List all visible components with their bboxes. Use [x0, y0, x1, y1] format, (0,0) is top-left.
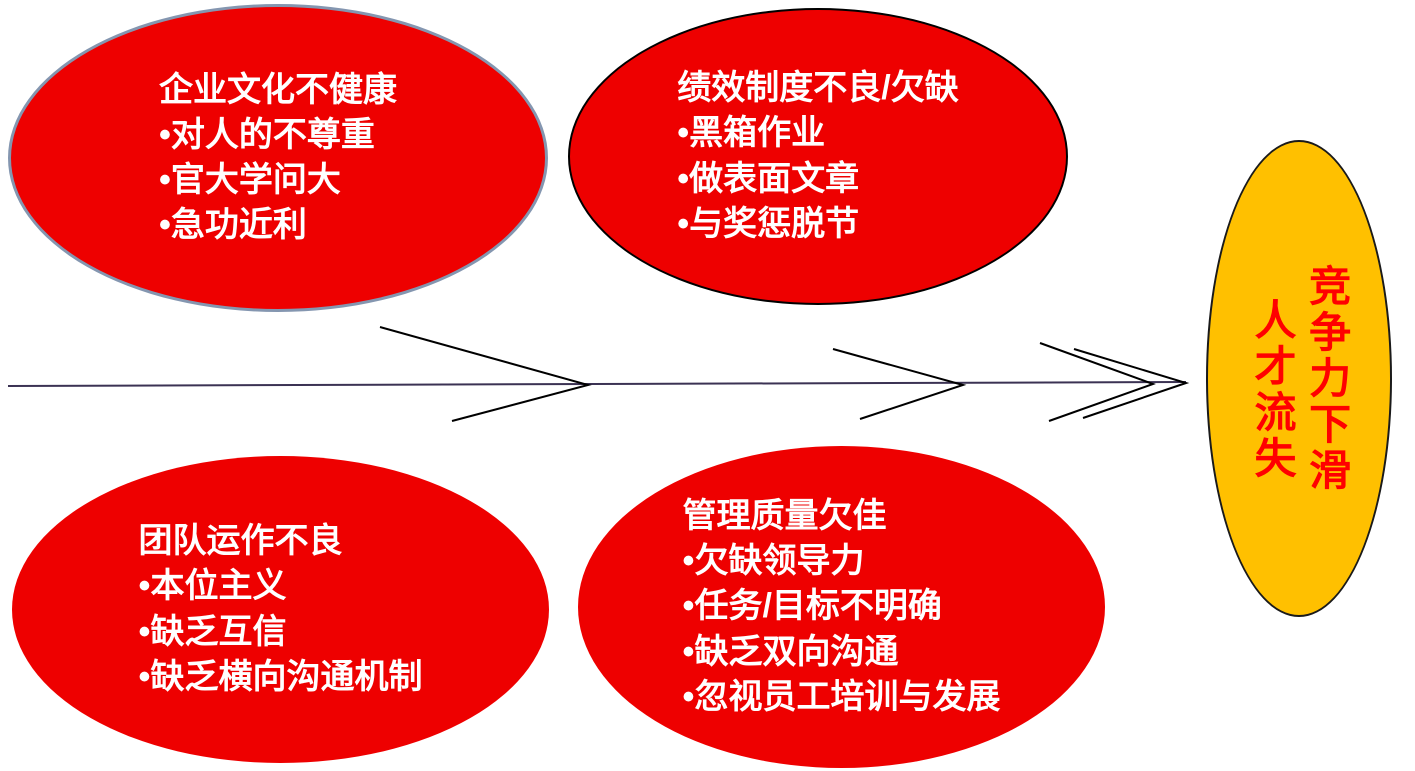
cause-item: •忽视员工培训与发展	[682, 677, 1001, 716]
arrowhead-chevron-outer	[1073, 348, 1190, 419]
effect-ellipse: 竞争力下滑 人才流失	[1206, 140, 1392, 617]
cause-ellipse-performance-system: 绩效制度不良/欠缺 •黑箱作业 •做表面文章 •与奖惩脱节	[568, 8, 1068, 305]
cause-item: •官大学问大	[159, 161, 341, 199]
cause-text-block: 绩效制度不良/欠缺 •黑箱作业 •做表面文章 •与奖惩脱节	[677, 66, 958, 247]
effect-line: 竞争力下滑	[1303, 263, 1351, 494]
spine-line	[7, 381, 1187, 387]
cause-item: •与奖惩脱节	[677, 204, 860, 243]
cause-item: •缺乏互信	[138, 612, 287, 651]
cause-ellipse-corporate-culture: 企业文化不健康 •对人的不尊重 •官大学问大 •急功近利	[8, 4, 548, 312]
cause-item: •对人的不尊重	[159, 115, 375, 154]
effect-text-block: 竞争力下滑 人才流失	[1244, 264, 1353, 494]
cause-item: •缺乏双向沟通	[682, 632, 899, 671]
cause-item: •欠缺领导力	[682, 542, 865, 581]
cause-text-block: 管理质量欠佳 •欠缺领导力 •任务/目标不明确 •缺乏双向沟通 •忽视员工培训与…	[683, 494, 1001, 720]
chevron-mark-2	[832, 348, 967, 420]
cause-ellipse-management-quality: 管理质量欠佳 •欠缺领导力 •任务/目标不明确 •缺乏双向沟通 •忽视员工培训与…	[578, 446, 1105, 768]
cause-item: •本位主义	[138, 567, 287, 606]
cause-text-block: 企业文化不健康 •对人的不尊重 •官大学问大 •急功近利	[159, 68, 397, 249]
chevron-mark-1	[379, 326, 592, 422]
arrowhead-chevron-inner	[1039, 342, 1156, 422]
cause-item: •急功近利	[159, 206, 307, 245]
cause-text-block: 团队运作不良 •本位主义 •缺乏互信 •缺乏横向沟通机制	[139, 519, 423, 700]
cause-title: 绩效制度不良/欠缺	[677, 69, 959, 108]
cause-item: •缺乏横向沟通机制	[138, 657, 423, 696]
cause-item: •黑箱作业	[677, 114, 826, 153]
cause-ellipse-team-operation: 团队运作不良 •本位主义 •缺乏互信 •缺乏横向沟通机制	[12, 456, 549, 763]
cause-title: 企业文化不健康	[159, 70, 397, 109]
cause-title: 团队运作不良	[138, 522, 343, 561]
cause-item: •做表面文章	[677, 159, 860, 198]
cause-item: •任务/目标不明确	[682, 587, 942, 626]
cause-title: 管理质量欠佳	[682, 496, 887, 535]
effect-line: 人才流失	[1249, 297, 1296, 482]
